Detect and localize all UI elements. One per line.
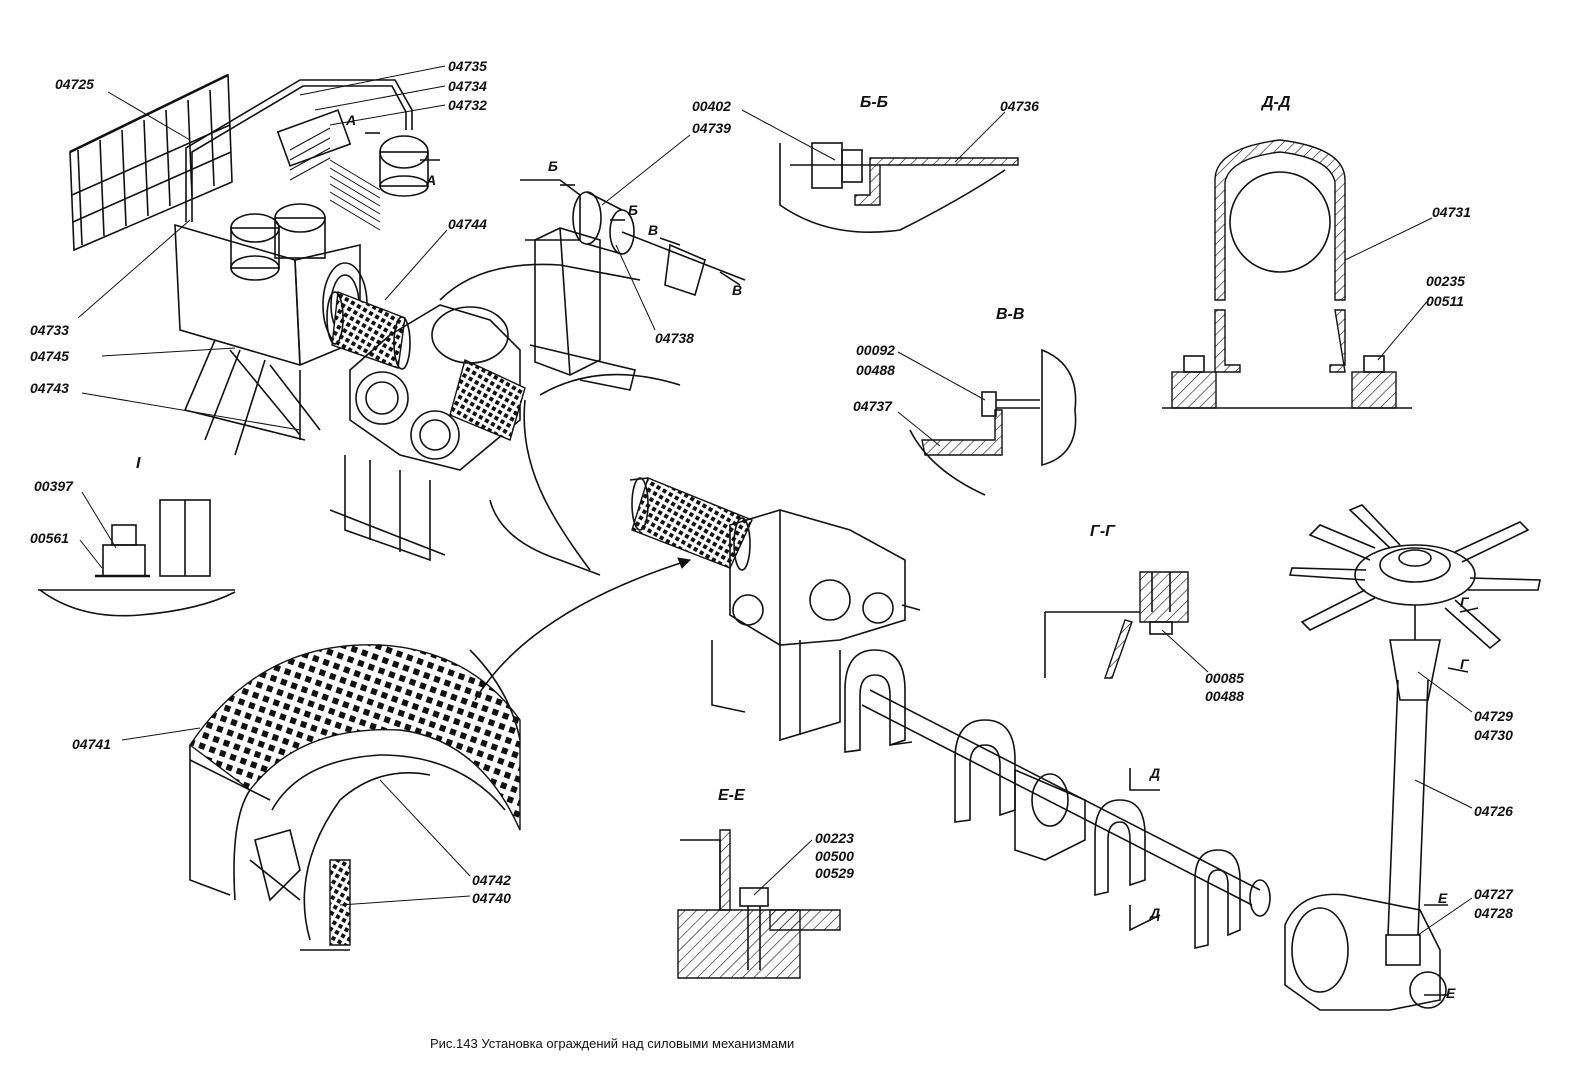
label-00561: 00561 <box>30 530 69 546</box>
cut-a2: А <box>426 172 437 188</box>
label-04728: 04728 <box>1474 905 1513 921</box>
cut-marks <box>365 132 1479 996</box>
section-dd <box>1162 139 1412 409</box>
label-00085: 00085 <box>1205 670 1244 686</box>
label-04726: 04726 <box>1474 803 1513 819</box>
shaft-guard-upper <box>449 359 526 441</box>
section-bb <box>779 142 1019 233</box>
figure-caption: Рис.143 Установка ограждений над силовым… <box>430 1036 795 1051</box>
label-04736: 04736 <box>1000 98 1039 114</box>
section-title-bb: Б-Б <box>860 94 888 111</box>
cut-b2: Б <box>628 202 638 218</box>
label-00402: 00402 <box>692 98 731 114</box>
perforated-guard <box>189 644 521 951</box>
cut-e1: Е <box>1438 890 1448 906</box>
cut-e2: Е <box>1446 985 1456 1001</box>
section-gg <box>1044 571 1189 679</box>
gearbox-lower <box>711 509 921 742</box>
label-00529: 00529 <box>815 865 854 881</box>
cut-v1: В <box>648 222 659 238</box>
section-i <box>38 499 236 617</box>
cut-g2: Г <box>1460 656 1469 672</box>
angle-gearbox <box>1249 879 1447 1011</box>
label-04735: 04735 <box>448 58 487 74</box>
drum <box>431 263 681 576</box>
label-04731: 04731 <box>1432 204 1471 220</box>
label-04730: 04730 <box>1474 727 1513 743</box>
label-04742: 04742 <box>472 872 511 888</box>
label-00488-b: 00488 <box>1205 688 1244 704</box>
section-title-i: I <box>136 455 141 472</box>
pedestal-bearing <box>520 179 746 391</box>
gearbox-upper <box>329 304 521 562</box>
label-04741: 04741 <box>72 736 111 752</box>
label-04729: 04729 <box>1474 708 1513 724</box>
cut-d1: Д <box>1150 765 1161 781</box>
compressor-assembly <box>174 79 429 456</box>
label-00488-a: 00488 <box>856 362 895 378</box>
section-title-dd: Д-Д <box>1262 94 1291 111</box>
label-04732: 04732 <box>448 97 487 113</box>
cut-a1: А <box>346 112 357 128</box>
label-04725: 04725 <box>55 76 94 92</box>
label-00235: 00235 <box>1426 273 1465 289</box>
fan <box>1288 504 1541 650</box>
cut-d2: Д <box>1150 905 1161 921</box>
vertical-shaft <box>1385 639 1441 966</box>
section-title-vv: В-В <box>996 306 1025 323</box>
label-04738: 04738 <box>655 330 694 346</box>
label-00092: 00092 <box>856 342 895 358</box>
label-04734: 04734 <box>448 78 487 94</box>
section-title-gg: Г-Г <box>1090 523 1115 540</box>
section-title-ee: Е-Е <box>718 787 745 804</box>
shaft-bearings <box>844 649 1241 950</box>
label-04745: 04745 <box>30 348 69 364</box>
label-00397: 00397 <box>34 478 73 494</box>
label-04739: 04739 <box>692 120 731 136</box>
label-00223: 00223 <box>815 830 854 846</box>
label-04733: 04733 <box>30 322 69 338</box>
shaft-lower <box>861 689 1261 906</box>
label-00500: 00500 <box>815 848 854 864</box>
label-04744: 04744 <box>448 216 487 232</box>
label-04740: 04740 <box>472 890 511 906</box>
cut-b1: Б <box>548 158 558 174</box>
cut-v2: В <box>732 282 743 298</box>
cut-g1: Г <box>1460 594 1469 610</box>
coupling-guard <box>326 291 411 370</box>
label-04743: 04743 <box>30 380 69 396</box>
leader-lines <box>77 65 1473 936</box>
section-vv <box>909 348 1077 496</box>
label-04737: 04737 <box>853 398 892 414</box>
connection-arrow <box>474 559 691 701</box>
label-04727: 04727 <box>1474 886 1513 902</box>
section-ee <box>677 829 841 979</box>
grille-guard <box>69 73 233 252</box>
label-00511: 00511 <box>1426 293 1464 309</box>
